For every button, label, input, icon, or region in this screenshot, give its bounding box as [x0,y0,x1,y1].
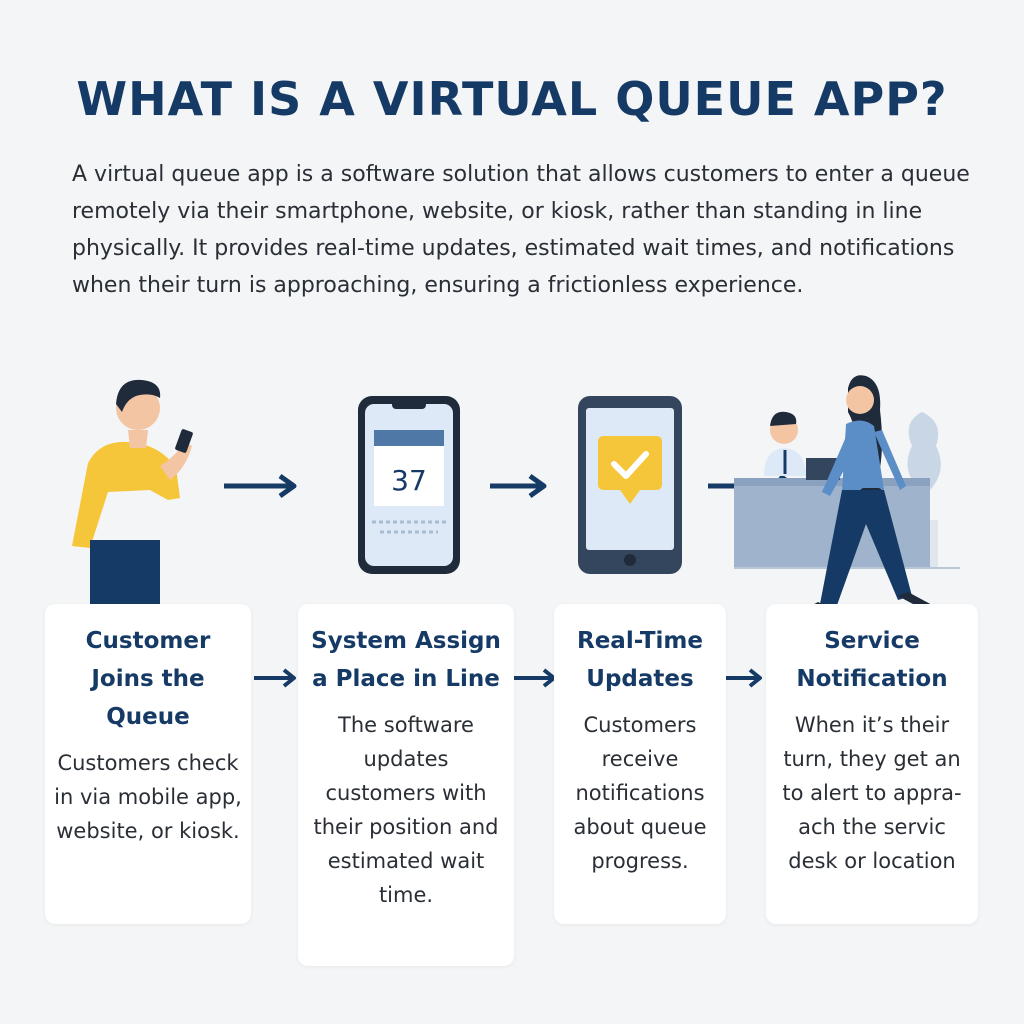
arrow-right-icon [490,473,547,499]
process-illustration: 37 [72,375,960,620]
intro-paragraph: A virtual queue app is a software soluti… [72,162,970,298]
step-title: Customer Joins the Queue [85,628,211,730]
step-title: Service Notification [796,628,948,692]
step-card-real-time-updates: Real-Time Updates Customers receive noti… [554,604,726,924]
step-description: When it’s their turn, they get an to ale… [782,713,962,873]
phone-notification-illustration [578,396,682,574]
step-description: The software updates customers with thei… [313,713,499,907]
arrow-right-icon [224,473,297,499]
step-description: Customers check in via mobile app, websi… [54,751,242,843]
step-title: System Assign a Place in Line [311,628,501,692]
step-title: Real-Time Updates [576,628,704,692]
step-card-customer-joins: Customer Joins the Queue Customers check… [45,604,251,924]
customer-with-phone-illustration [72,379,193,620]
step-card-service-notification: Service Notification When it’s their tur… [766,604,978,924]
step-description: Customers receive notifications about qu… [573,713,707,873]
page-title: WHAT IS A VIRTUAL QUEUE APP? [76,72,948,126]
step-card-system-assign: System Assign a Place in Line The softwa… [298,604,514,966]
arrow-right-icon [514,668,556,688]
ticket-number: 37 [391,464,427,497]
arrow-right-icon [726,668,762,688]
phone-ticket-illustration: 37 [358,396,460,574]
arrow-right-icon [254,668,296,688]
walking-woman-illustration [800,375,934,618]
